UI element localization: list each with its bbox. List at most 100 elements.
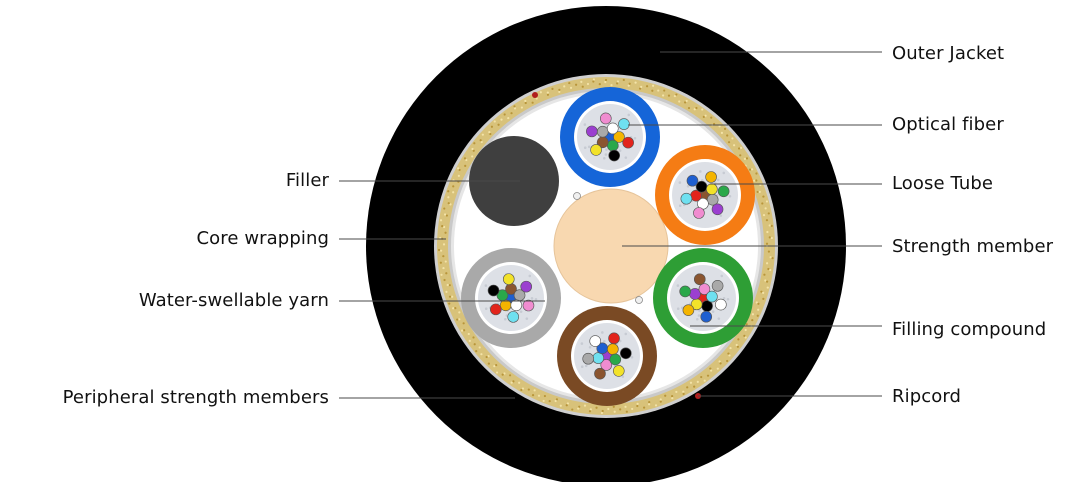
optical-fiber: [706, 193, 719, 206]
yarn-fiber: [737, 147, 741, 150]
yarn-fiber: [643, 406, 646, 409]
yarn-fiber: [710, 369, 713, 372]
yarn-fiber: [581, 85, 584, 88]
yarn-fiber: [475, 350, 478, 353]
optical-fiber: [489, 303, 502, 316]
yarn-fiber: [493, 364, 496, 368]
yarn-fiber: [767, 267, 770, 271]
optical-fiber: [507, 311, 520, 323]
yarn-fiber: [555, 398, 558, 401]
yarn-fiber: [480, 353, 483, 356]
yarn-fiber: [472, 149, 475, 152]
yarn-fiber: [442, 255, 445, 258]
yarn-fiber: [648, 401, 651, 404]
optical-fiber: [590, 144, 602, 156]
yarn-fiber: [729, 346, 732, 350]
optical-fiber: [698, 283, 711, 295]
yarn-fiber: [451, 295, 454, 298]
yarn-fiber: [497, 123, 500, 126]
yarn-fiber: [577, 407, 580, 410]
yarn-fiber: [501, 373, 504, 376]
yarn-fiber: [686, 386, 689, 389]
orange-tube: [655, 145, 755, 245]
yarn-fiber: [767, 212, 770, 215]
yarn-fiber: [524, 101, 527, 105]
yarn-fiber: [735, 343, 738, 347]
gel-texture: [503, 317, 507, 321]
yarn-fiber: [439, 261, 442, 264]
optical-fiber: [607, 343, 619, 355]
gel-texture: [686, 185, 690, 188]
yarn-fiber: [503, 372, 506, 375]
optical-fiber: [594, 367, 606, 380]
yarn-fiber: [452, 191, 455, 194]
yarn-fiber: [460, 329, 464, 332]
yarn-fiber: [765, 242, 769, 245]
optical-fiber: [705, 171, 717, 183]
yarn-fiber: [728, 354, 731, 357]
yarn-fiber: [625, 410, 628, 413]
optical-fiber: [620, 347, 632, 360]
yarn-fiber: [704, 114, 707, 117]
yarn-fiber: [563, 85, 566, 88]
yarn-fiber: [640, 85, 643, 88]
green-tube: [653, 248, 753, 348]
yarn-fiber: [744, 328, 747, 332]
yarn-fiber: [490, 125, 494, 128]
gel-texture: [580, 365, 584, 369]
yarn-fiber: [586, 82, 590, 86]
gel-texture: [676, 284, 680, 287]
optical-fiber: [693, 207, 705, 219]
yarn-fiber: [521, 387, 525, 390]
yarn-fiber: [546, 91, 549, 94]
label-filler: Filler: [285, 170, 329, 191]
optical-fiber: [502, 273, 515, 285]
yarn-fiber: [770, 236, 773, 240]
gel-texture: [584, 364, 588, 368]
yarn-fiber: [452, 307, 455, 310]
yarn-fiber: [622, 78, 625, 82]
yarn-fiber: [770, 224, 773, 227]
yarn-fiber: [489, 132, 492, 136]
yarn-fiber: [527, 388, 530, 391]
yarn-fiber: [463, 329, 466, 332]
yarn-fiber: [447, 202, 450, 205]
yarn-fiber: [755, 301, 758, 304]
gel-texture: [699, 170, 702, 173]
yarn-fiber: [448, 284, 451, 287]
yarn-fiber: [727, 352, 730, 355]
yarn-fiber: [539, 91, 542, 94]
yarn-fiber: [651, 84, 655, 87]
yarn-fiber: [479, 139, 482, 142]
yarn-fiber: [444, 260, 447, 263]
optical-fiber: [582, 352, 594, 365]
ripcord: [532, 92, 538, 98]
yarn-fiber: [751, 313, 755, 316]
yarn-fiber: [439, 219, 443, 222]
yarn-fiber: [762, 213, 766, 217]
yarn-fiber: [671, 394, 674, 398]
blue-tube: [560, 87, 660, 187]
optical-fiber: [680, 192, 693, 205]
yarn-fiber: [471, 147, 474, 151]
yarn-fiber: [745, 323, 748, 326]
yarn-fiber: [472, 336, 475, 339]
yarn-fiber: [487, 355, 490, 358]
yarn-fiber: [458, 168, 461, 172]
yarn-fiber: [703, 379, 706, 382]
yarn-fiber: [480, 140, 483, 144]
leader-lines: [339, 51, 882, 399]
yarn-fiber: [598, 83, 601, 86]
gel-texture: [627, 113, 631, 117]
label-strength-member: Strength member: [892, 236, 1054, 257]
yarn-fiber: [583, 404, 587, 407]
gel-texture: [583, 146, 587, 150]
yarn-texture: [437, 78, 774, 415]
yarn-fiber: [542, 399, 545, 403]
gel-texture: [605, 148, 608, 151]
yarn-fiber: [443, 207, 446, 210]
optical-fiber: [606, 122, 619, 135]
yarn-fiber: [700, 375, 703, 379]
yarn-fiber: [763, 273, 766, 276]
yarn-fiber: [624, 405, 627, 408]
